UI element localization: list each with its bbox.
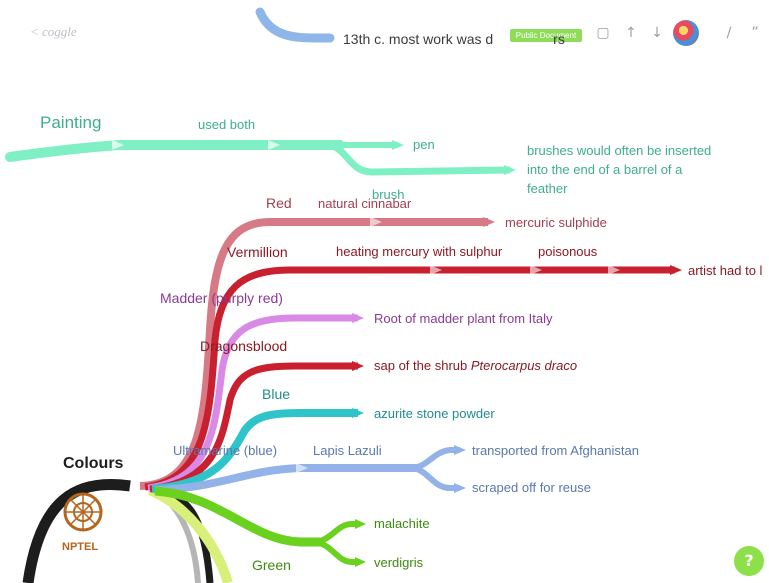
node-red[interactable]: Red [266, 195, 292, 211]
node-blue[interactable]: Blue [262, 386, 291, 402]
branch-painting[interactable] [5, 140, 345, 162]
branch-malachite-arrow [355, 519, 366, 529]
branch-brush-arrow [504, 165, 516, 175]
branch-scraped-arrow [454, 483, 466, 493]
node-painting[interactable]: Painting [40, 113, 102, 132]
branch-transported-arrow [454, 445, 466, 455]
avatar[interactable] [673, 20, 699, 46]
node-colours[interactable]: Colours [63, 455, 124, 472]
node-brushes-note-3[interactable]: feather [527, 181, 568, 196]
node-top-note-text: 13th c. most work was d [343, 31, 494, 47]
node-poisonous[interactable]: poisonous [538, 244, 598, 259]
node-pen[interactable]: pen [413, 137, 435, 152]
branch-red-arrow [483, 217, 495, 227]
branch-top-note[interactable] [255, 7, 335, 43]
comment-icon[interactable]: ▢ [596, 25, 610, 41]
node-sap-of-shrub[interactable]: sap of the shrub Pterocarpus draco [374, 358, 577, 373]
node-brushes-note-1[interactable]: brushes would often be inserted [527, 143, 712, 158]
download-icon[interactable]: ↓ [651, 25, 663, 41]
branch-verdigris[interactable] [311, 539, 360, 565]
node-sap-species: Pterocarpus draco [470, 358, 578, 373]
branch-blue[interactable] [151, 409, 358, 493]
node-vermillion[interactable]: Vermillion [227, 244, 288, 260]
node-scraped[interactable]: scraped off for reuse [472, 480, 591, 495]
branch-ultramarine[interactable] [154, 464, 420, 494]
help-button[interactable]: ? [734, 546, 764, 576]
node-transported[interactable]: transported from Afghanistan [472, 443, 639, 458]
node-brush[interactable]: brush [372, 187, 405, 202]
branch-vermillion[interactable] [144, 266, 675, 491]
branch-malachite[interactable] [311, 521, 360, 545]
chevron-verm-1 [430, 265, 442, 275]
branch-blue-arrow [352, 408, 364, 418]
branch-verdigris-arrow [355, 557, 366, 567]
branch-painting-chevron-2 [268, 140, 280, 150]
node-verdigris[interactable]: verdigris [374, 555, 424, 570]
chevron-verm-3 [608, 265, 620, 275]
branch-green[interactable] [154, 486, 320, 547]
branch-scraped[interactable] [409, 465, 460, 491]
node-malachite[interactable]: malachite [374, 516, 430, 531]
chevron-verm-2 [530, 265, 542, 275]
node-artist-had-to[interactable]: artist had to l [688, 263, 763, 278]
coggle-logo[interactable]: < coggle [30, 24, 77, 39]
branch-vermillion-arrow [670, 265, 682, 275]
share-badge[interactable]: Public Document [510, 29, 582, 42]
node-ultramarine[interactable]: Ultramarine (blue) [173, 443, 278, 458]
branch-brush[interactable] [328, 141, 511, 176]
chevron-ultra-1 [296, 463, 308, 473]
branch-top-note-arrow [322, 34, 334, 42]
node-lapis-lazuli[interactable]: Lapis Lazuli [313, 443, 382, 458]
branch-dragonsblood[interactable] [149, 362, 358, 493]
node-madder[interactable]: Madder (purply red) [160, 290, 283, 306]
branch-dragonsblood-arrow [352, 361, 364, 371]
node-dragonsblood[interactable]: Dragonsblood [200, 338, 288, 354]
node-heating-mercury[interactable]: heating mercury with sulphur [336, 244, 503, 259]
node-mercuric-sulphide[interactable]: mercuric sulphide [505, 215, 607, 230]
node-top-note[interactable]: 13th c. most work was d rs [343, 31, 565, 47]
node-azurite[interactable]: azurite stone powder [374, 406, 495, 421]
branch-pen-arrow [392, 140, 404, 150]
branch-painting-chevron-1 [112, 140, 124, 150]
node-sap-prefix: sap of the shrub [374, 358, 471, 373]
branch-madder-arrow [352, 313, 364, 323]
chevron-red-1 [370, 217, 382, 227]
node-used-both[interactable]: used both [198, 117, 256, 132]
node-green[interactable]: Green [252, 557, 291, 573]
branch-root-black[interactable] [22, 479, 131, 583]
node-root-of-madder[interactable]: Root of madder plant from Italy [374, 311, 553, 326]
branch-madder[interactable] [147, 314, 358, 492]
edit-icon[interactable]: ∕ [726, 25, 732, 41]
node-brushes-note-2[interactable]: into the end of a barrel of a [527, 162, 683, 177]
node-natural-cinnabar[interactable]: natural cinnabar [318, 196, 412, 211]
quote-icon[interactable]: ” [751, 25, 759, 41]
nptel-logo [63, 492, 103, 532]
node-top-note-suffix: rs [553, 31, 565, 47]
branch-transported[interactable] [409, 447, 460, 471]
nptel-label: NPTEL [62, 541, 99, 553]
upload-icon[interactable]: ↑ [625, 25, 637, 41]
